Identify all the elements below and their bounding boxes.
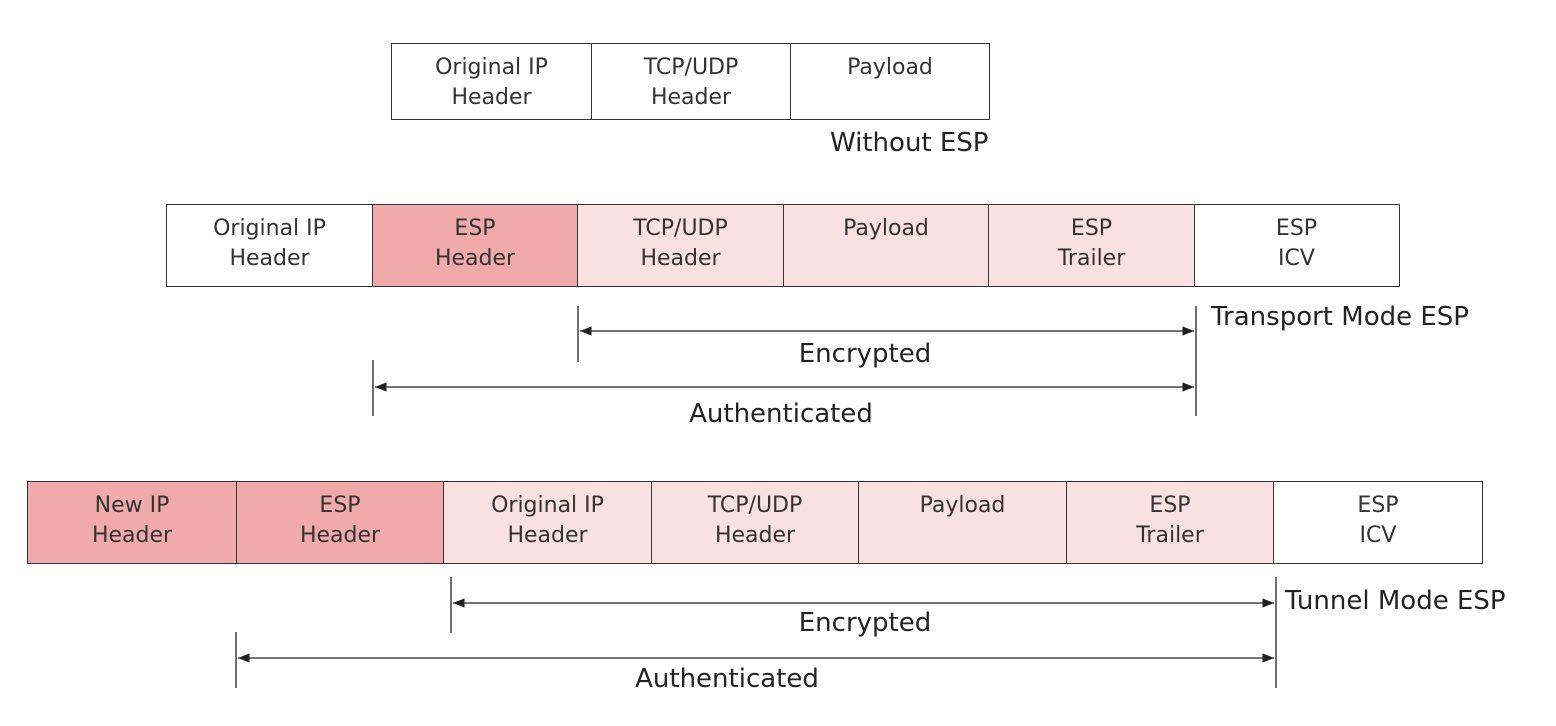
- tunnel-authenticated-range: [235, 632, 1277, 688]
- caption-without-esp: Without ESP: [830, 128, 989, 158]
- caption-transport-mode: Transport Mode ESP: [1211, 302, 1469, 332]
- transport-encrypted-label: Encrypted: [798, 339, 932, 369]
- tunnel-encrypted-range: [450, 577, 1277, 633]
- cell-payload: Payload: [782, 204, 990, 287]
- cell-payload: Payload: [858, 481, 1067, 564]
- transport-authenticated-range: [372, 360, 1197, 416]
- tunnel-encrypted-label: Encrypted: [798, 608, 932, 638]
- cell-payload: Payload: [790, 43, 990, 120]
- caption-tunnel-mode: Tunnel Mode ESP: [1285, 586, 1506, 616]
- transport-encrypted-range: [577, 306, 1197, 362]
- transport-authenticated-label: Authenticated: [689, 399, 873, 429]
- tunnel-authenticated-label: Authenticated: [635, 664, 819, 694]
